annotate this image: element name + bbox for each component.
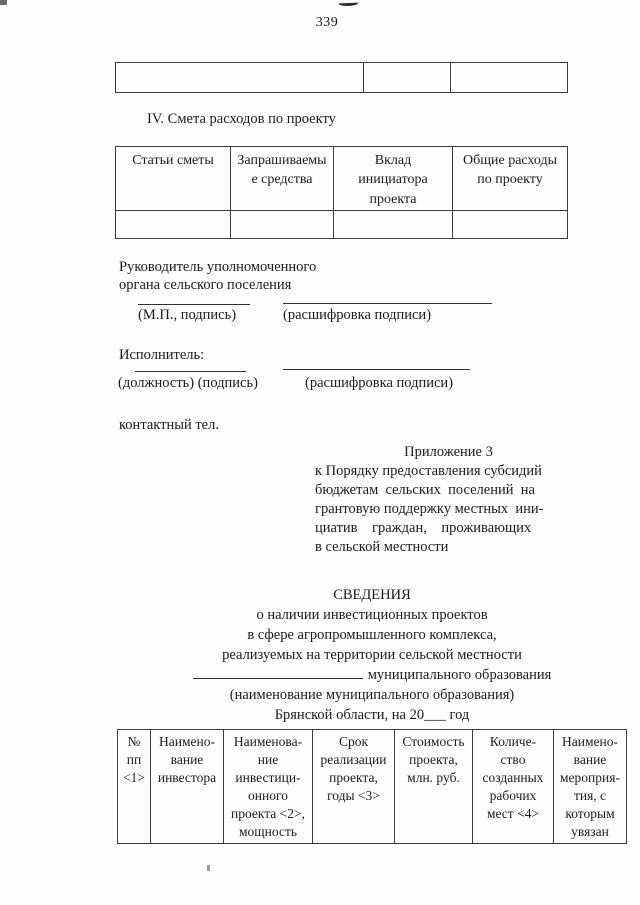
section-iv-title: IV. Смета расходов по проекту	[147, 111, 336, 127]
signature-line	[135, 371, 246, 372]
appendix-title: Приложение 3	[404, 444, 493, 460]
smeta-cell	[230, 210, 334, 239]
municipality-blank-line	[192, 667, 363, 679]
info-header-cost: Стоимость проекта, млн. руб.	[394, 729, 473, 844]
sig2-left-caption: (должность) (подпись)	[118, 375, 258, 391]
info-header-project-name: Наименова- ние инвестици- онного проекта…	[223, 729, 313, 844]
sig1-right-caption: (расшифровка подписи)	[283, 307, 432, 323]
svedeniya-line7: Брянской области, на 20___ год	[274, 707, 470, 723]
smeta-cell	[333, 210, 453, 239]
smeta-header-total: Общие расходы по проекту	[452, 146, 568, 211]
smeta-header-articles: Статьи сметы	[115, 146, 231, 211]
svedeniya-line6: (наименование муниципального образования…	[229, 687, 515, 703]
smeta-empty-row	[115, 210, 568, 239]
smeta-cell	[452, 210, 568, 239]
contact-phone-label: контактный тел.	[119, 417, 219, 433]
appendix-body: к Порядку предоставления субсидий бюджет…	[315, 463, 544, 555]
info-table: № пп <1> Наимено- вание инвестора Наимен…	[117, 729, 627, 844]
info-header-investor: Наимено- вание инвестора	[150, 729, 224, 844]
info-header-jobs: Количе- ство созданных рабочих мест <4>	[472, 729, 554, 844]
info-header-term: Срок реализации проекта, годы <3>	[312, 729, 395, 844]
scan-artifact-corner	[0, 0, 7, 5]
svedeniya-line5-text: муниципального образования	[367, 667, 552, 683]
top-continuation-table	[115, 62, 568, 93]
signature-line	[283, 303, 492, 304]
page-number: 339	[315, 15, 339, 30]
executor-label: Исполнитель:	[119, 347, 205, 363]
svedeniya-title: СВЕДЕНИЯ	[333, 587, 411, 603]
svedeniya-line5: муниципального образования	[117, 665, 627, 685]
svedeniya-line3: в сфере агропромышленного комплекса,	[247, 627, 497, 643]
signature-line	[283, 369, 470, 370]
sig1-left-caption: (М.П., подпись)	[138, 307, 237, 323]
smeta-header-requested: Запрашиваемы е средства	[230, 146, 334, 211]
top-table-cell	[450, 62, 568, 93]
top-table-cell	[115, 62, 364, 93]
svedeniya-line2: о наличии инвестиционных проектов	[256, 607, 488, 623]
svedeniya-heading-block: СВЕДЕНИЯ о наличии инвестиционных проект…	[117, 585, 627, 725]
info-header-event: Наимено- вание мероприя- тия, с которым …	[553, 729, 627, 844]
signature-line	[138, 304, 250, 305]
info-table-header-row: № пп <1> Наимено- вание инвестора Наимен…	[117, 729, 627, 844]
head-official-line2: органа сельского поселения	[119, 277, 292, 293]
head-official-line1: Руководитель уполномоченного	[119, 259, 317, 275]
scan-artifact-dash	[338, 2, 359, 7]
smeta-header-row: Статьи сметы Запрашиваемы е средства Вкл…	[115, 146, 568, 211]
smeta-header-contribution: Вклад инициатора проекта	[333, 146, 453, 211]
top-table-cell	[363, 62, 451, 93]
svedeniya-line4: реализуемых на территории сельской местн…	[222, 647, 522, 663]
smeta-table: Статьи сметы Запрашиваемы е средства Вкл…	[115, 146, 568, 239]
scan-artifact-speck	[207, 865, 210, 871]
smeta-cell	[115, 210, 231, 239]
appendix-block: Приложение 3 к Порядку предоставления су…	[315, 443, 582, 557]
info-header-number: № пп <1>	[117, 729, 151, 844]
sig2-right-caption: (расшифровка подписи)	[305, 375, 454, 391]
